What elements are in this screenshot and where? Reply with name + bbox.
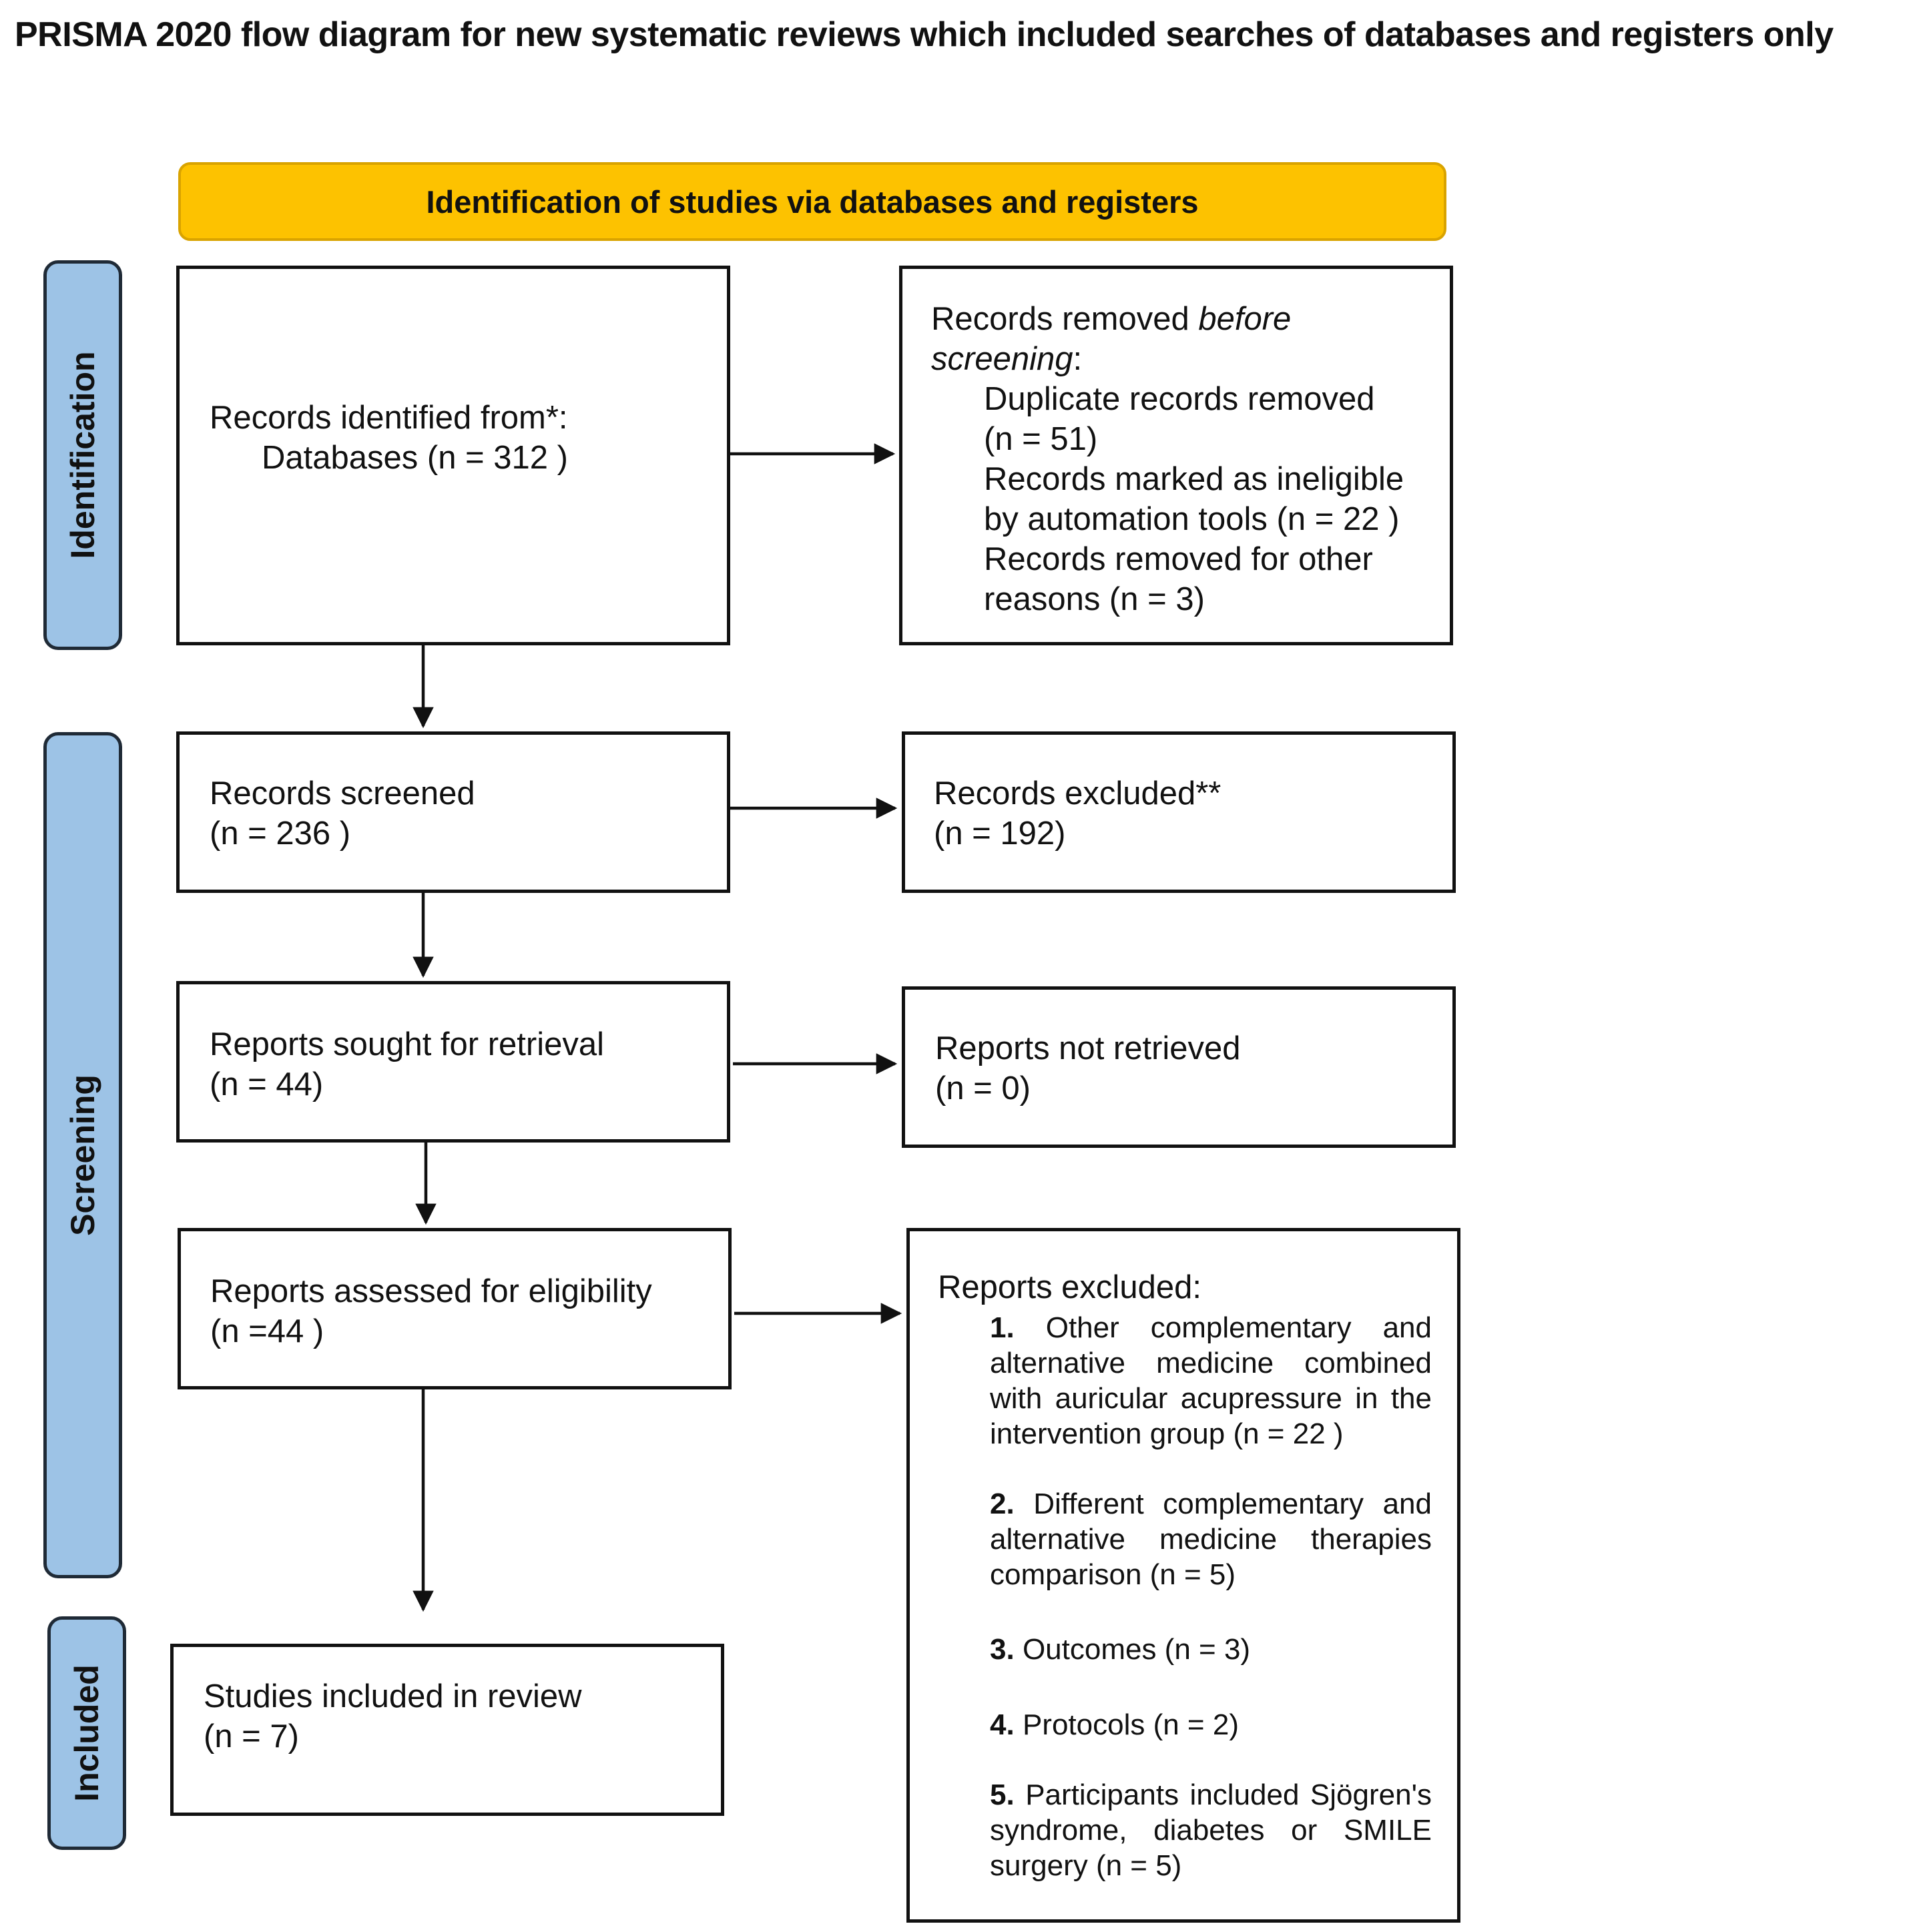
studies-included-label: Studies included in review [204,1678,582,1714]
reports-excluded-box: Reports excluded: 1. Other complementary… [906,1228,1460,1923]
other-reasons-count: reasons (n = 3) [984,581,1205,617]
phase-screening: Screening [43,732,122,1578]
reports-assessed-box: Reports assessed for eligibility (n =44 … [178,1228,732,1389]
records-identified-box: Records identified from*: Databases (n =… [176,266,730,645]
exclusion-reason-5: 5. Participants included Sjögren's syndr… [990,1779,1432,1882]
studies-included-count: (n = 7) [204,1718,299,1754]
exclusion-reason-4: 4. Protocols (n = 2) [990,1708,1239,1741]
records-excluded-box: Records excluded** (n = 192) [902,731,1456,893]
reports-not-retrieved-box: Reports not retrieved (n = 0) [902,986,1456,1148]
records-removed-box: Records removed before screening: Duplic… [899,266,1453,645]
phase-included: Included [47,1616,126,1850]
duplicates-count: (n = 51) [984,421,1098,457]
identification-banner: Identification of studies via databases … [178,162,1446,241]
reports-sought-box: Reports sought for retrieval (n = 44) [176,981,730,1143]
automation-count: by automation tools (n = 22 ) [984,501,1400,537]
reports-not-retrieved-count: (n = 0) [935,1070,1031,1106]
reports-sought-label: Reports sought for retrieval [210,1026,604,1062]
reports-not-retrieved-label: Reports not retrieved [935,1030,1241,1066]
records-identified-label: Records identified from*: [210,400,568,436]
reports-sought-count: (n = 44) [210,1066,324,1102]
records-removed-heading-cont: screening: [931,341,1083,377]
diagram-title: PRISMA 2020 flow diagram for new systema… [15,15,1834,54]
records-removed-heading: Records removed before [931,301,1292,337]
exclusion-reason-2: 2. Different complementary and alternati… [990,1488,1432,1591]
exclusion-reason-1: 1. Other complementary and alternative m… [990,1311,1432,1450]
records-screened-label: Records screened [210,775,475,812]
databases-count: Databases (n = 312 ) [262,440,568,476]
records-screened-count: (n = 236 ) [210,816,351,852]
other-reasons-label: Records removed for other [984,541,1373,577]
phase-identification: Identification [43,260,122,650]
reports-assessed-count: (n =44 ) [210,1313,324,1349]
reports-excluded-heading: Reports excluded: [938,1269,1201,1305]
records-excluded-count: (n = 192) [934,816,1066,852]
duplicates-label: Duplicate records removed [984,381,1375,417]
reports-assessed-label: Reports assessed for eligibility [210,1273,652,1309]
studies-included-box: Studies included in review (n = 7) [170,1644,724,1816]
exclusion-reason-3: 3. Outcomes (n = 3) [990,1633,1251,1666]
records-excluded-label: Records excluded** [934,775,1221,812]
automation-label: Records marked as ineligible [984,461,1404,497]
records-screened-box: Records screened (n = 236 ) [176,731,730,893]
